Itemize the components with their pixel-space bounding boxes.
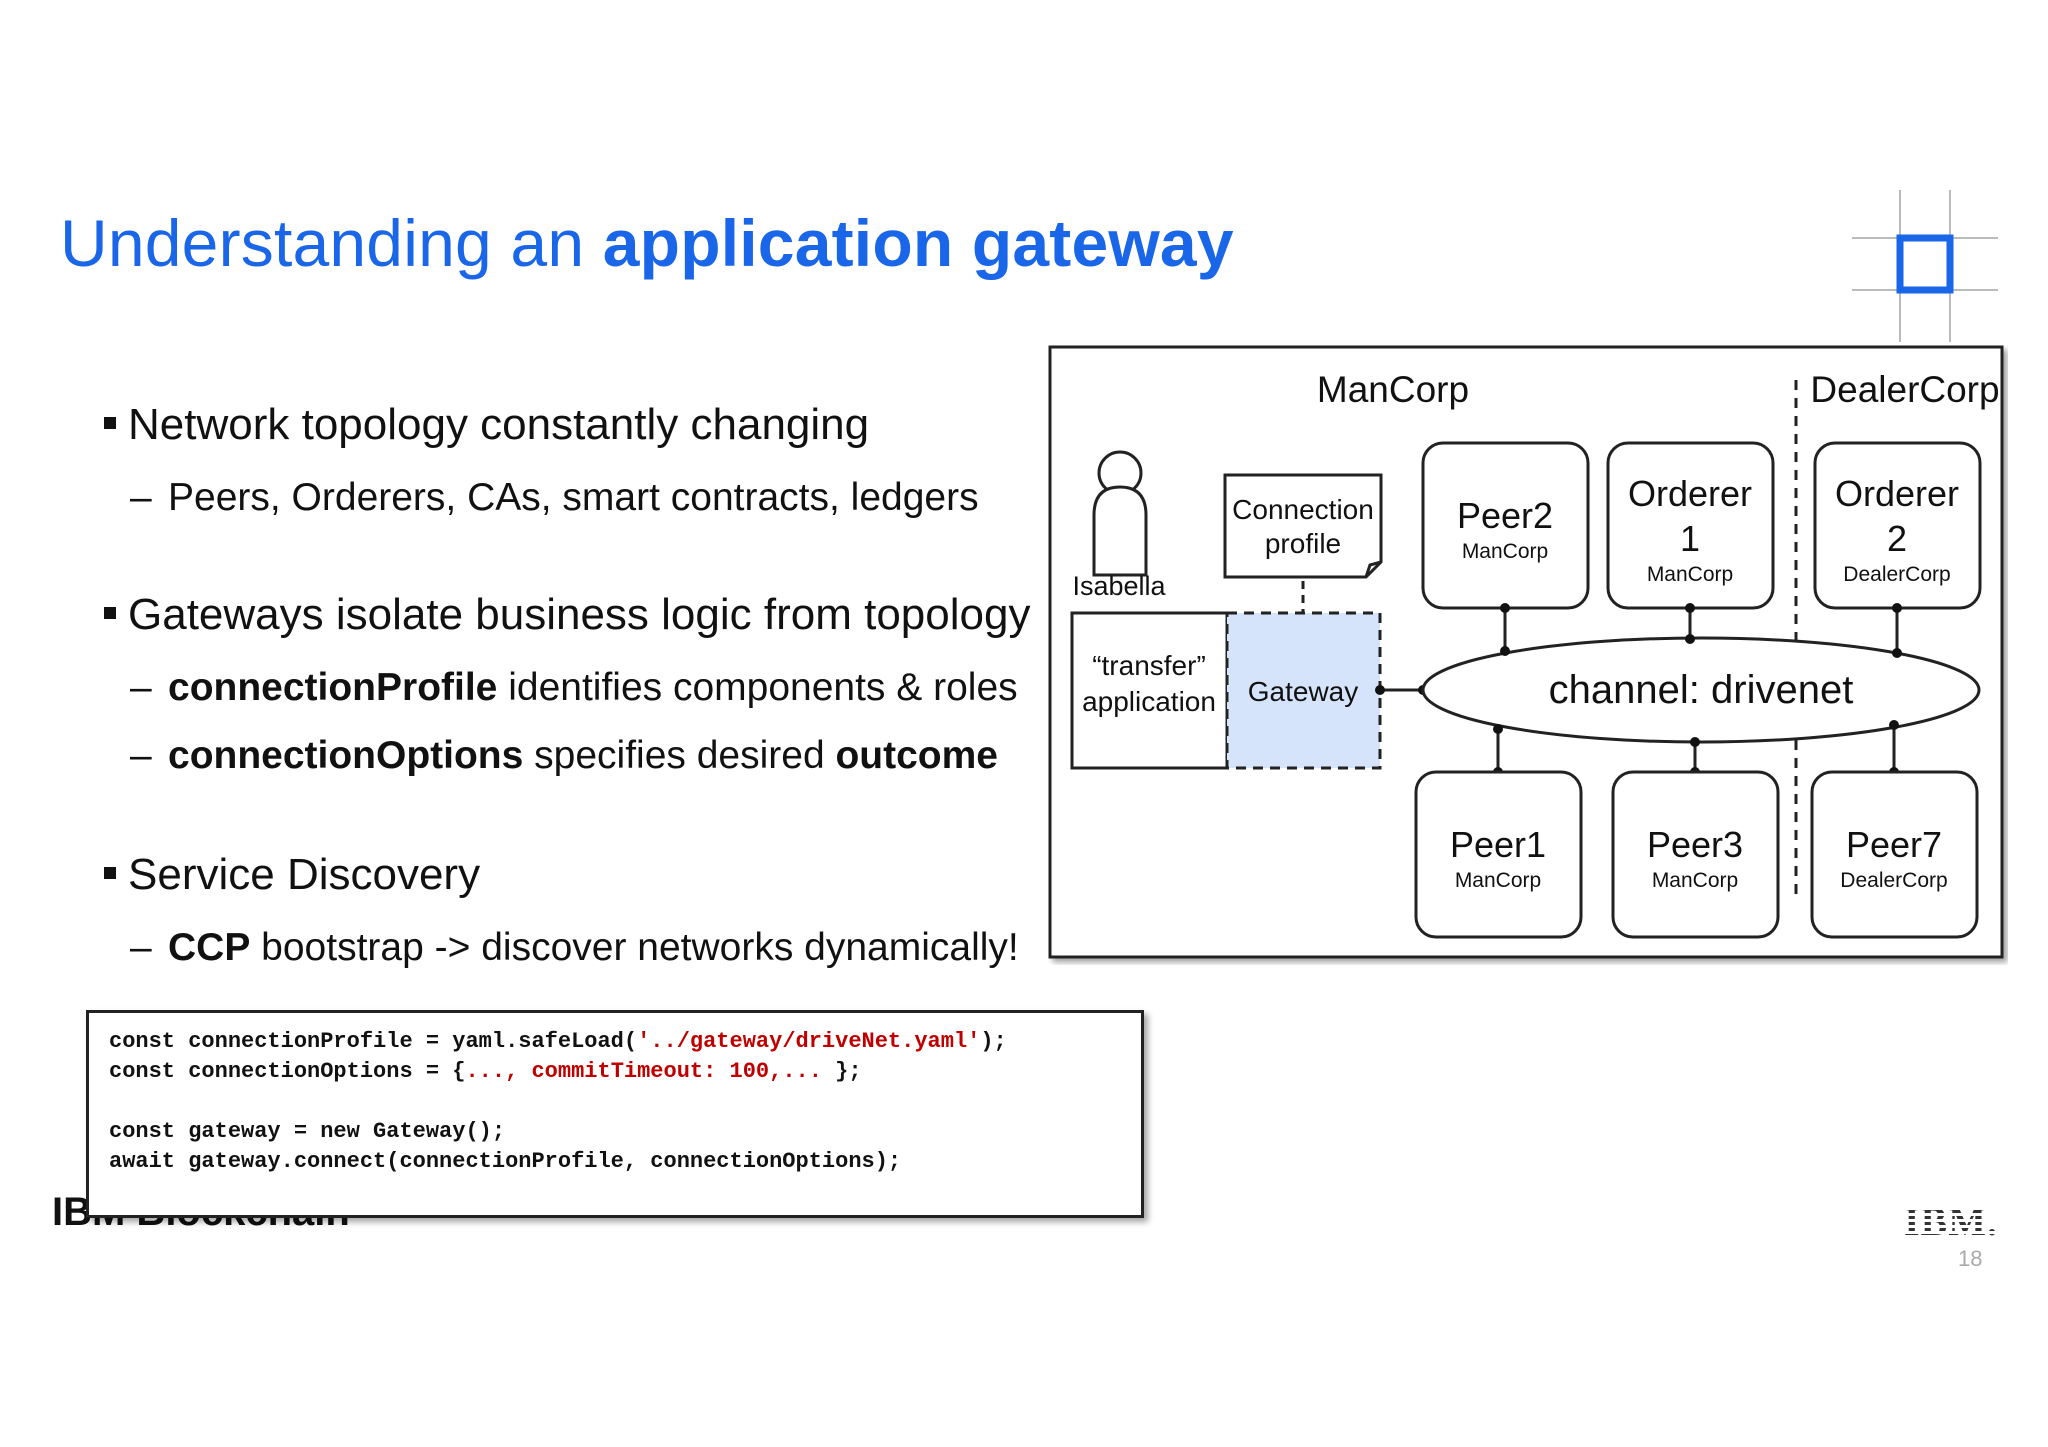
- node-orderer1: Orderer 1 ManCorp: [1606, 441, 1775, 610]
- ibm-logo: IBM.: [1904, 1199, 1998, 1244]
- application-label-2: application: [1082, 686, 1216, 717]
- bullet-service-discovery: Service Discovery: [104, 850, 480, 900]
- org-mancorp-label: ManCorp: [1317, 369, 1469, 410]
- svg-text:Peer7: Peer7: [1846, 824, 1942, 865]
- channel-label: channel: drivenet: [1549, 668, 1854, 712]
- code-line-2: const connectionOptions = {..., commitTi…: [109, 1059, 862, 1084]
- subbullet-connection-options: –connectionOptions specifies desired out…: [130, 734, 998, 777]
- connection-profile-label-1: Connection: [1232, 494, 1374, 525]
- svg-text:ManCorp: ManCorp: [1455, 869, 1541, 892]
- channel-ellipse: [1421, 636, 1981, 744]
- bullet-gateways: Gateways isolate business logic from top…: [104, 590, 1030, 640]
- network-diagram: ManCorp DealerCorp Isabella Connection p…: [1048, 345, 2004, 959]
- gateway-label: Gateway: [1248, 676, 1359, 707]
- subbullet-connection-profile: –connectionProfile identifies components…: [130, 666, 1018, 709]
- node-peer1: Peer1 ManCorp: [1414, 770, 1583, 939]
- svg-text:Orderer: Orderer: [1628, 473, 1752, 514]
- connection-profile-document: [1223, 473, 1383, 579]
- node-peer7: Peer7 DealerCorp: [1810, 770, 1979, 939]
- svg-text:Peer2: Peer2: [1457, 495, 1553, 536]
- transfer-application-box: [1070, 611, 1229, 770]
- code-snippet: const connectionProfile = yaml.safeLoad(…: [86, 1010, 1144, 1218]
- corner-square-logo-icon: [1852, 190, 1998, 342]
- svg-text:ManCorp: ManCorp: [1462, 540, 1548, 563]
- node-peer3: Peer3 ManCorp: [1611, 770, 1780, 939]
- bullet-square-icon: [104, 607, 116, 620]
- svg-text:Orderer: Orderer: [1835, 473, 1959, 514]
- svg-text:Peer3: Peer3: [1647, 824, 1743, 865]
- application-label-1: “transfer”: [1092, 650, 1206, 681]
- code-line-3: const gateway = new Gateway();: [109, 1119, 506, 1144]
- slide-title: Understanding an application gateway: [60, 205, 1234, 281]
- user-name-label: Isabella: [1072, 571, 1166, 601]
- svg-text:DealerCorp: DealerCorp: [1843, 563, 1950, 586]
- bullet-square-icon: [104, 867, 116, 880]
- node-orderer2: Orderer 2 DealerCorp: [1813, 441, 1982, 610]
- svg-text:1: 1: [1680, 518, 1700, 559]
- user-icon: [1092, 450, 1148, 577]
- svg-text:2: 2: [1887, 518, 1907, 559]
- code-line-1: const connectionProfile = yaml.safeLoad(…: [109, 1029, 1007, 1054]
- svg-text:ManCorp: ManCorp: [1647, 563, 1733, 586]
- code-line-4: await gateway.connect(connectionProfile,…: [109, 1149, 902, 1174]
- svg-text:ManCorp: ManCorp: [1652, 869, 1738, 892]
- subbullet-components: –Peers, Orderers, CAs, smart contracts, …: [130, 476, 979, 519]
- title-bold: application gateway: [602, 206, 1234, 280]
- subbullet-ccp: –CCP bootstrap -> discover networks dyna…: [130, 926, 1019, 969]
- title-plain: Understanding an: [60, 206, 603, 280]
- svg-text:DealerCorp: DealerCorp: [1840, 869, 1947, 892]
- org-dealercorp-label: DealerCorp: [1810, 369, 1999, 410]
- connection-profile-label-2: profile: [1265, 528, 1341, 559]
- node-peer2: Peer2 ManCorp: [1421, 441, 1590, 610]
- page-number: 18: [1958, 1246, 1983, 1271]
- bullet-square-icon: [104, 417, 116, 430]
- bullet-topology: Network topology constantly changing: [104, 400, 869, 450]
- svg-text:Peer1: Peer1: [1450, 824, 1546, 865]
